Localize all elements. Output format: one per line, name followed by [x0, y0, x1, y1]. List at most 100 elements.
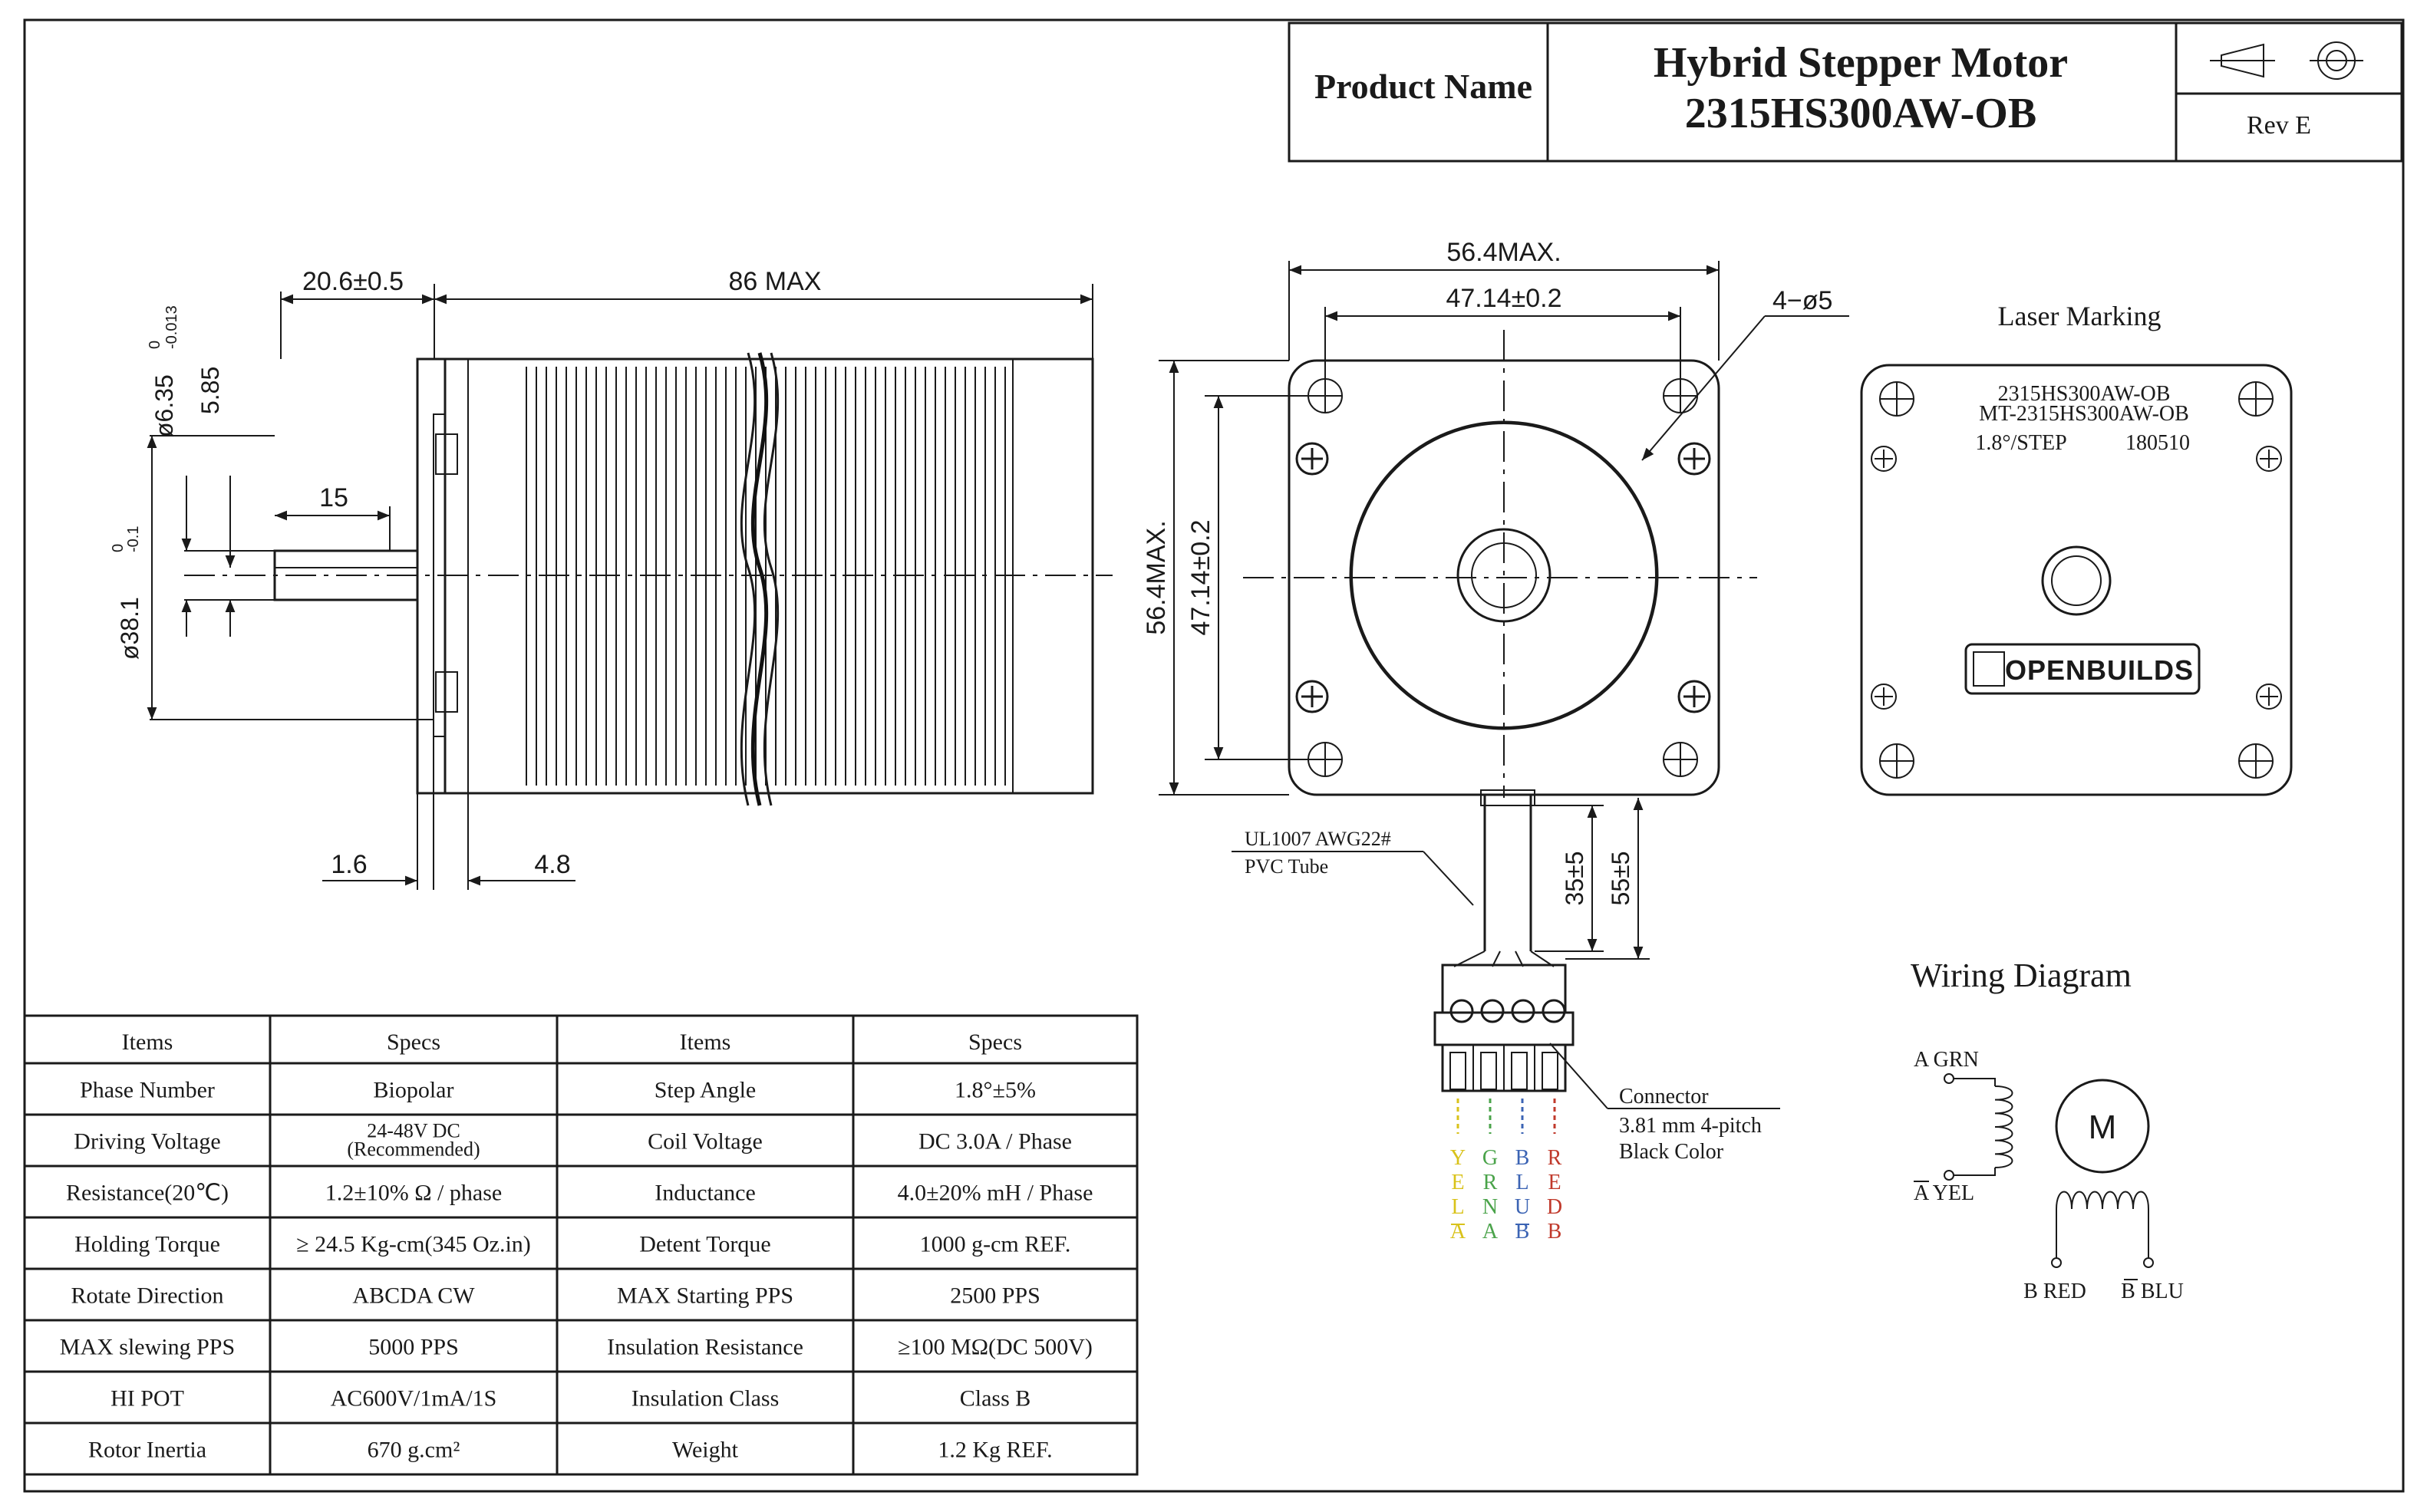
table-cell: Biopolar: [374, 1078, 454, 1103]
table-cell: Detent Torque: [639, 1232, 770, 1257]
dim-hole-spacing-h: 47.14±0.2: [1446, 284, 1561, 313]
laser-marking-heading: Laser Marking: [1998, 301, 2162, 331]
table-cell: DC 3.0A / Phase: [918, 1129, 1072, 1155]
svg-text:OPENBUILDS: OPENBUILDS: [2005, 654, 2194, 686]
table-cell: Phase Number: [80, 1078, 215, 1103]
product-name-label: Product Name: [1314, 67, 1532, 106]
dim-flat-depth: 5.85: [196, 367, 224, 414]
dim-hole-spacing-v: 47.14±0.2: [1186, 519, 1215, 635]
wiring-a-bar-label: A YEL: [1914, 1181, 1974, 1205]
wire-label-letter: R: [1548, 1146, 1562, 1170]
table-cell: 5000 PPS: [368, 1335, 459, 1360]
wiring-diagram: Wiring Diagram A GRN A YEL M B RED B BLU: [1911, 957, 2184, 1303]
product-model: 2315HS300AW-OB: [1685, 90, 2036, 137]
dim-boss-diameter: ø38.1: [116, 597, 143, 660]
wire-label-letter: Y: [1450, 1146, 1466, 1170]
marking-model: 2315HS300AW-OB: [1998, 382, 2171, 406]
table-cell: (Recommended): [347, 1138, 480, 1161]
table-cell: 24-48V DC: [367, 1120, 460, 1142]
dim-width-max: 56.4MAX.: [1446, 238, 1561, 267]
table-cell: HI POT: [110, 1386, 184, 1412]
table-header-cell: Items: [680, 1029, 731, 1055]
front-view: 56.4MAX. 47.14±0.2 4−ø5 56.4MAX. 47.14±0…: [1142, 238, 1849, 1244]
table-cell: Holding Torque: [74, 1232, 220, 1257]
table-cell: 2500 PPS: [950, 1283, 1040, 1309]
dim-tube-length: 35±5: [1561, 852, 1588, 906]
dim-front-length: 20.6±0.5: [302, 267, 404, 296]
dim-lead-length: 55±5: [1607, 852, 1634, 906]
table-cell: Insulation Resistance: [607, 1335, 803, 1360]
table-header-cell: Items: [122, 1029, 173, 1055]
marking-step-angle: 1.8°/STEP: [1975, 431, 2066, 455]
wire-label-letter: A: [1450, 1220, 1466, 1244]
connector: [1433, 964, 1575, 1092]
product-title: Hybrid Stepper Motor: [1654, 39, 2068, 87]
table-cell: Resistance(20℃): [66, 1181, 229, 1206]
openbuilds-logo: OPENBUILDS: [1964, 643, 2201, 695]
dim-height-max: 56.4MAX.: [1142, 520, 1171, 634]
dim-flat-length: 15: [319, 483, 348, 512]
table-cell: 1.8°±5%: [955, 1078, 1036, 1103]
dim-boss-tol-upper: 0: [110, 544, 127, 552]
table-cell: Step Angle: [655, 1078, 757, 1103]
wire-label-letter: B: [1515, 1220, 1530, 1244]
table-cell: Weight: [672, 1438, 739, 1463]
dim-shaft-tol-lower: -0.013: [163, 305, 180, 349]
dim-body-length: 86 MAX: [729, 267, 822, 296]
wire-label-letter: N: [1482, 1195, 1498, 1219]
wiring-heading: Wiring Diagram: [1911, 957, 2132, 994]
table-header-cell: Specs: [387, 1029, 440, 1055]
drawing-frame: [23, 18, 2405, 1493]
table-cell: 4.0±20% mH / Phase: [898, 1181, 1093, 1206]
table-header-cell: Specs: [968, 1029, 1022, 1055]
dim-flange-thickness: 1.6: [331, 850, 367, 879]
motor-symbol-letter: M: [2089, 1108, 2117, 1146]
wire-label-letter: D: [1547, 1195, 1562, 1219]
dim-shaft-tol-upper: 0: [147, 341, 163, 349]
table-cell: Class B: [960, 1386, 1031, 1412]
dim-shaft-diameter: ø6.35: [150, 374, 178, 437]
table-cell: ≥ 24.5 Kg-cm(345 Oz.in): [296, 1232, 531, 1257]
dim-holes: 4−ø5: [1772, 286, 1832, 315]
marking-holes: [1871, 381, 2282, 779]
projection-symbol-icon: [2210, 41, 2363, 80]
dim-boss-height: 4.8: [534, 850, 570, 879]
table-cell: Rotate Direction: [71, 1283, 223, 1309]
motor-symbol: [2055, 1079, 2150, 1174]
wire-label-letter: L: [1451, 1195, 1464, 1219]
wire-label-letter: B: [1548, 1220, 1562, 1244]
connector-pitch-label: 3.81 mm 4-pitch: [1619, 1114, 1762, 1138]
side-view: 20.6±0.5 86 MAX ø38.1 0 -0.1 ø6.35 0 -0.…: [110, 267, 1113, 890]
wire-label-letter: R: [1483, 1171, 1498, 1194]
table-cell: Inductance: [655, 1181, 756, 1206]
table-cell: ≥100 MΩ(DC 500V): [898, 1335, 1093, 1360]
table-cell: ABCDA CW: [352, 1283, 475, 1309]
connector-label: Connector: [1619, 1085, 1709, 1108]
title-block: Product Name Hybrid Stepper Motor 2315HS…: [1288, 21, 2403, 163]
wiring-a-label: A GRN: [1914, 1048, 1979, 1072]
wire-label-letter: B: [1515, 1146, 1530, 1170]
wire-label-letter: E: [1548, 1171, 1561, 1194]
connector-color-label: Black Color: [1619, 1140, 1724, 1164]
wire-label-letter: A: [1482, 1220, 1499, 1244]
wiring-b-bar-label: B BLU: [2121, 1280, 2184, 1303]
table-cell: Insulation Class: [631, 1386, 780, 1412]
revision-label: Rev E: [2247, 111, 2311, 140]
table-cell: MAX slewing PPS: [60, 1335, 235, 1360]
table-cell: 670 g.cm²: [368, 1438, 460, 1463]
wire-label-letter: G: [1482, 1146, 1498, 1170]
dim-boss-tol-lower: -0.1: [125, 526, 142, 552]
table-cell: Rotor Inertia: [88, 1438, 206, 1463]
cable-tube-label: PVC Tube: [1245, 855, 1328, 878]
table-cell: 1.2±10% Ω / phase: [325, 1181, 502, 1206]
table-cell: 1000 g-cm REF.: [920, 1232, 1071, 1257]
table-cell: MAX Starting PPS: [617, 1283, 793, 1309]
marking-date-code: 180510: [2125, 431, 2190, 455]
table-cell: Coil Voltage: [648, 1129, 763, 1155]
